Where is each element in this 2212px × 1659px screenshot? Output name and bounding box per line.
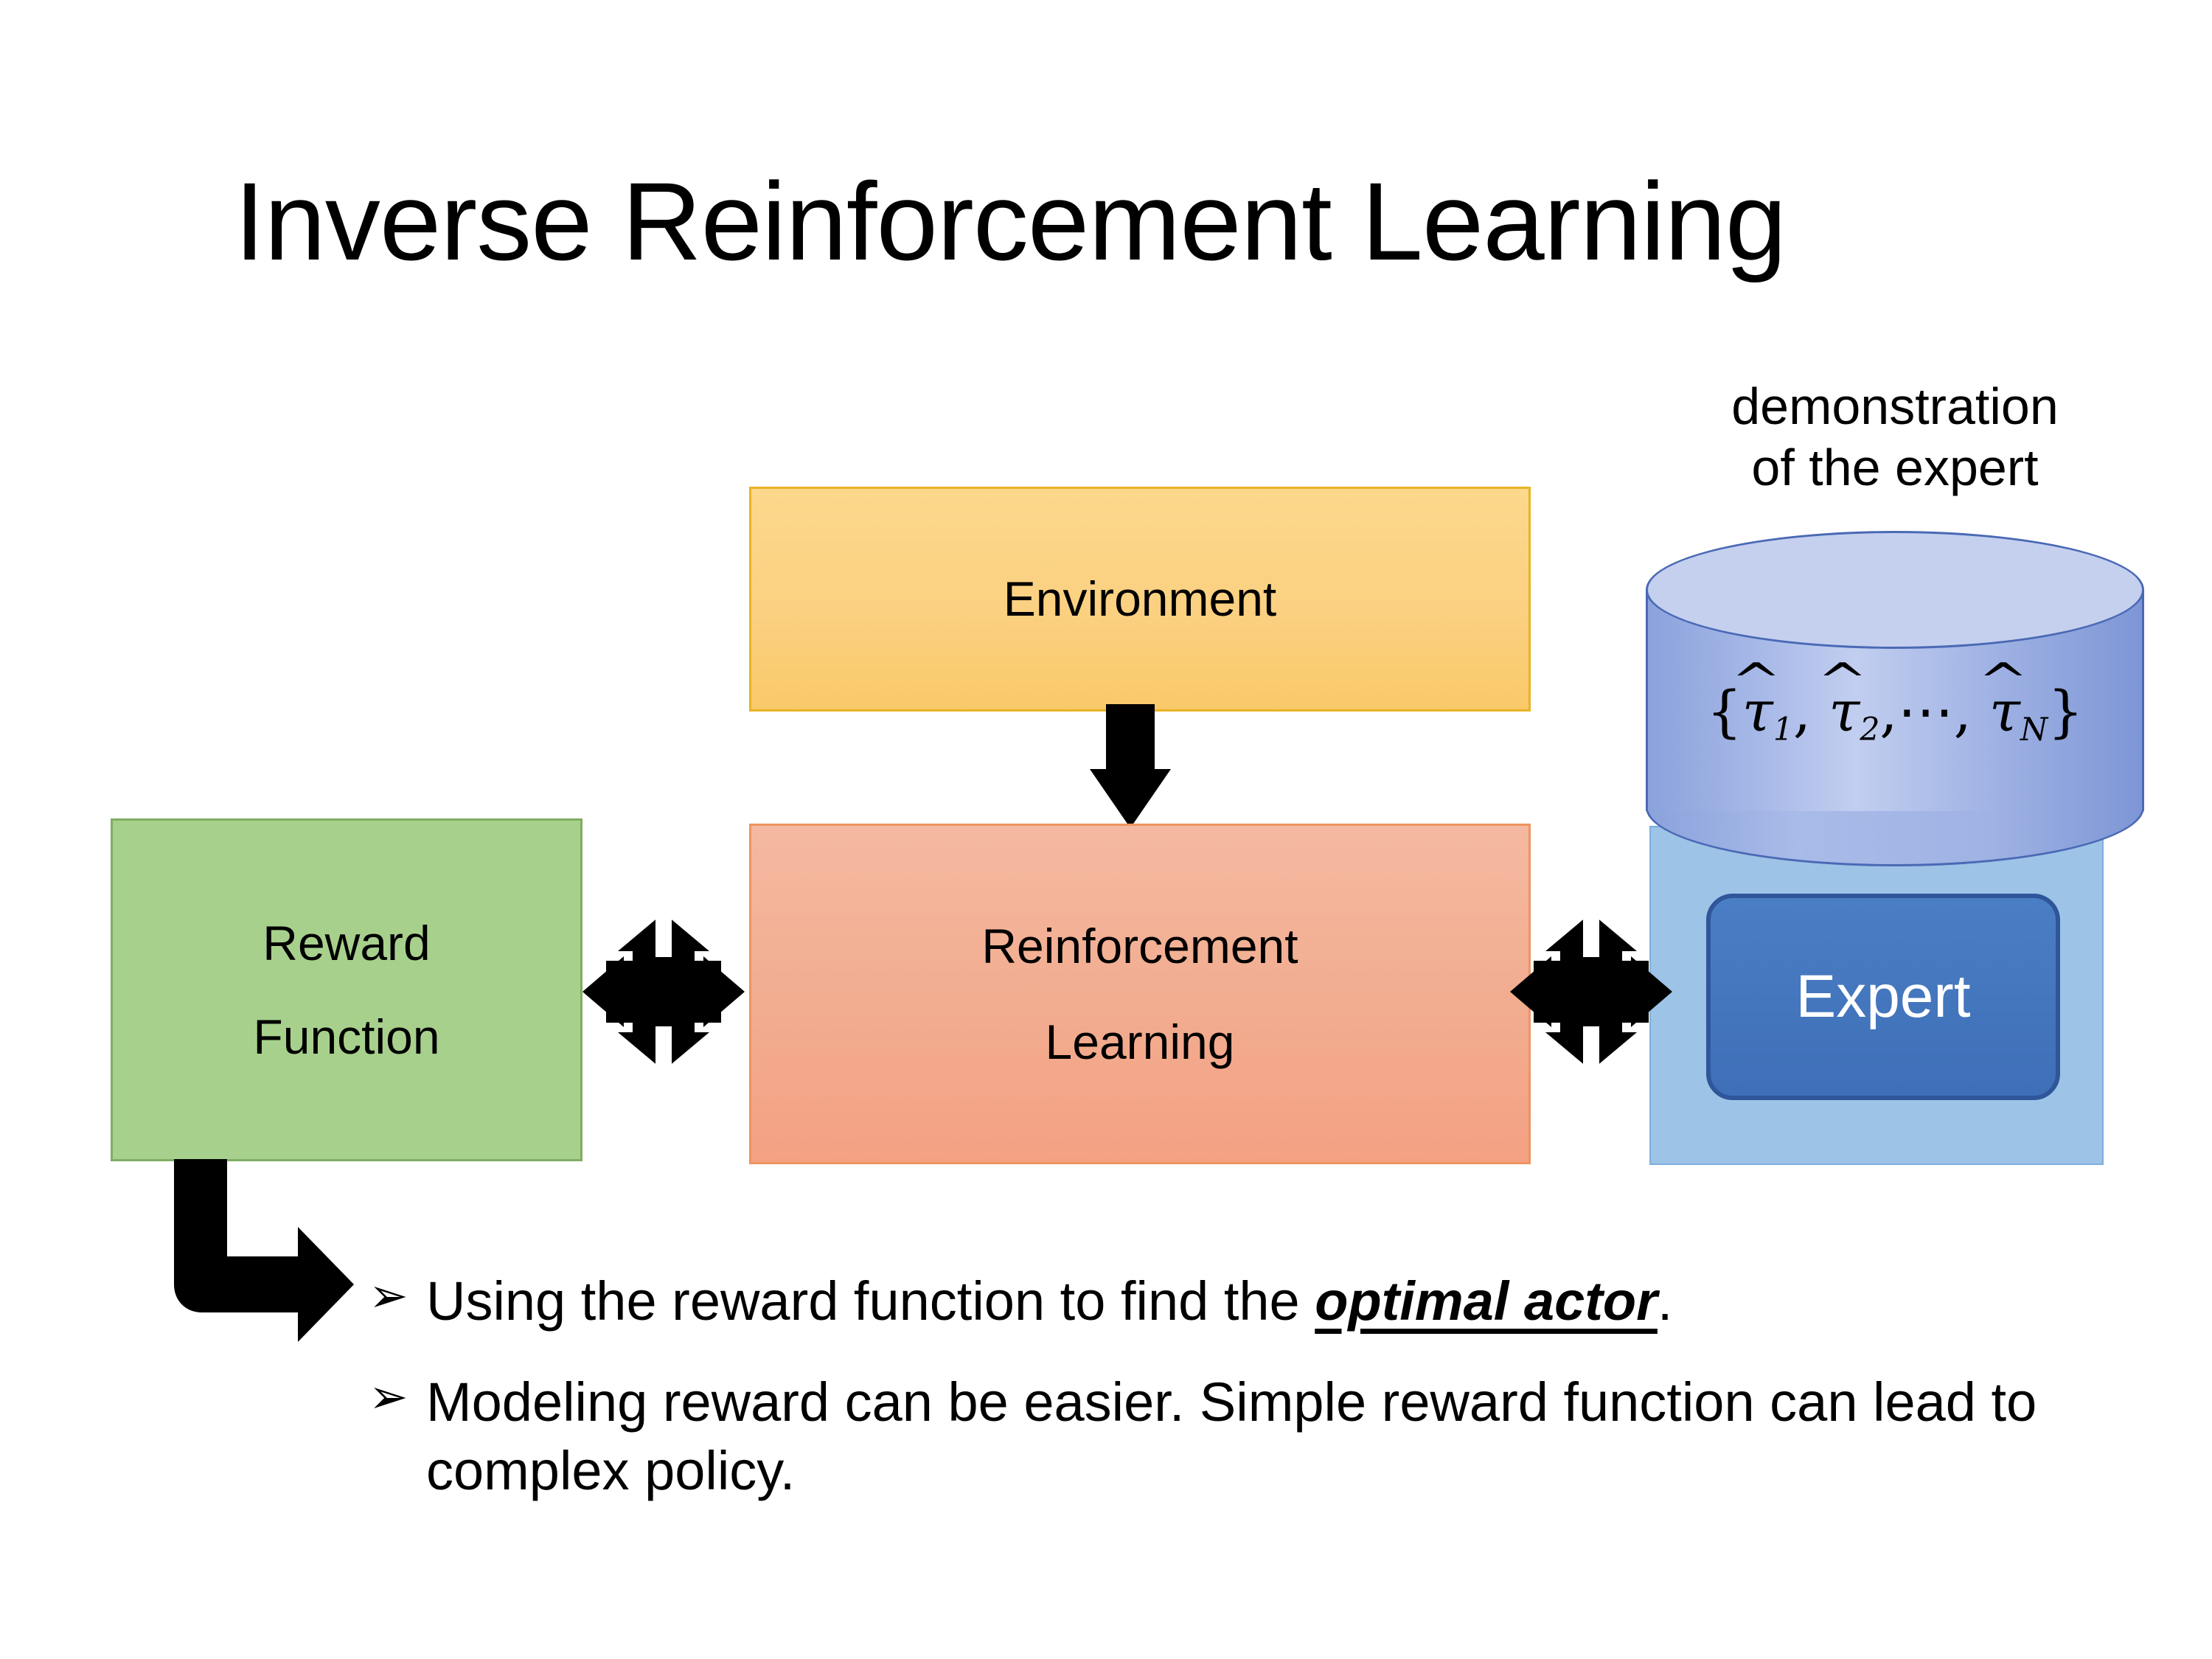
environment-box[interactable]: Environment [749, 487, 1531, 712]
tau-sub-n: N [2020, 711, 2048, 748]
tau-sub-2: 2 [1860, 711, 1880, 748]
reward-box-label-line1: Reward [262, 916, 431, 971]
trajectory-set-close-brace: } [2048, 678, 2084, 744]
ellipsis-icon: ⋯ [1897, 678, 1954, 744]
quad-arrow-notch-top [1583, 913, 1599, 957]
quad-arrow-notch-top [655, 913, 672, 957]
comma-2: , [1879, 678, 1898, 744]
page-title: Inverse Reinforcement Learning [234, 159, 1787, 283]
bullet-emphasis: optimal actor [1315, 1270, 1658, 1332]
tau-sub-1: 1 [1773, 711, 1793, 748]
quad-arrow-head-right [703, 956, 745, 1027]
quad-arrow-vertical-shaft [633, 944, 695, 1040]
expert-box[interactable]: Expert [1706, 894, 2060, 1100]
tau-hat-n: τ [1989, 678, 2020, 744]
bullet-list: ➢ Using the reward function to find the … [369, 1267, 2138, 1538]
tau-hat-1: τ [1742, 678, 1773, 744]
bullet-text-after: . [1657, 1270, 1673, 1332]
reward-function-box[interactable]: Reward Function [111, 818, 582, 1161]
tau-hat-2: τ [1829, 678, 1860, 744]
list-item: ➢ Using the reward function to find the … [369, 1267, 2138, 1335]
bullet-text: Modeling reward can be easier. Simple re… [426, 1368, 2138, 1505]
quad-arrow-notch-bottom [1583, 1026, 1599, 1071]
reward-box-label-line2: Function [253, 1009, 440, 1064]
bullet-text-before: Modeling reward can be easier. Simple re… [426, 1371, 2037, 1502]
list-item: ➢ Modeling reward can be easier. Simple … [369, 1368, 2138, 1505]
quad-arrow-notch-bottom [655, 1026, 672, 1071]
bent-arrow-path [174, 1159, 354, 1342]
double-headed-quad-arrow-icon-left [582, 913, 745, 1071]
bullet-marker-icon: ➢ [369, 1269, 408, 1322]
bullet-text-before: Using the reward function to find the [426, 1270, 1315, 1332]
environment-box-label: Environment [1003, 571, 1277, 627]
arrow-down-head [1090, 769, 1171, 828]
demonstration-caption: demonstration of the expert [1644, 376, 2146, 498]
demonstration-caption-line1: demonstration [1731, 378, 2059, 435]
bullet-text: Using the reward function to find the op… [426, 1267, 2138, 1335]
quad-arrow-vertical-shaft [1560, 944, 1622, 1040]
cylinder-top-ellipse [1646, 531, 2144, 649]
quad-arrow-head-right [1631, 956, 1672, 1027]
rl-box-label-line1: Reinforcement [981, 918, 1298, 973]
arrow-down-shaft [1106, 704, 1155, 772]
quad-arrow-head-left [1510, 956, 1551, 1027]
comma-1: , [1792, 678, 1812, 744]
double-headed-quad-arrow-icon-right [1510, 913, 1672, 1071]
expert-box-label: Expert [1795, 963, 1971, 1030]
trajectory-set-label: {τ1, τ2,⋯, τN} [1646, 678, 2144, 748]
demonstration-caption-line2: of the expert [1751, 438, 2039, 496]
trajectory-database-cylinder: {τ1, τ2,⋯, τN} [1646, 531, 2144, 866]
comma-3: , [1953, 678, 1972, 744]
bent-arrow-icon [174, 1159, 354, 1342]
bullet-marker-icon: ➢ [369, 1370, 408, 1424]
quad-arrow-head-left [582, 956, 624, 1027]
rl-box-label-line2: Learning [1045, 1015, 1235, 1069]
arrow-down-icon [1090, 704, 1171, 828]
reinforcement-learning-box[interactable]: Reinforcement Learning [749, 824, 1531, 1164]
